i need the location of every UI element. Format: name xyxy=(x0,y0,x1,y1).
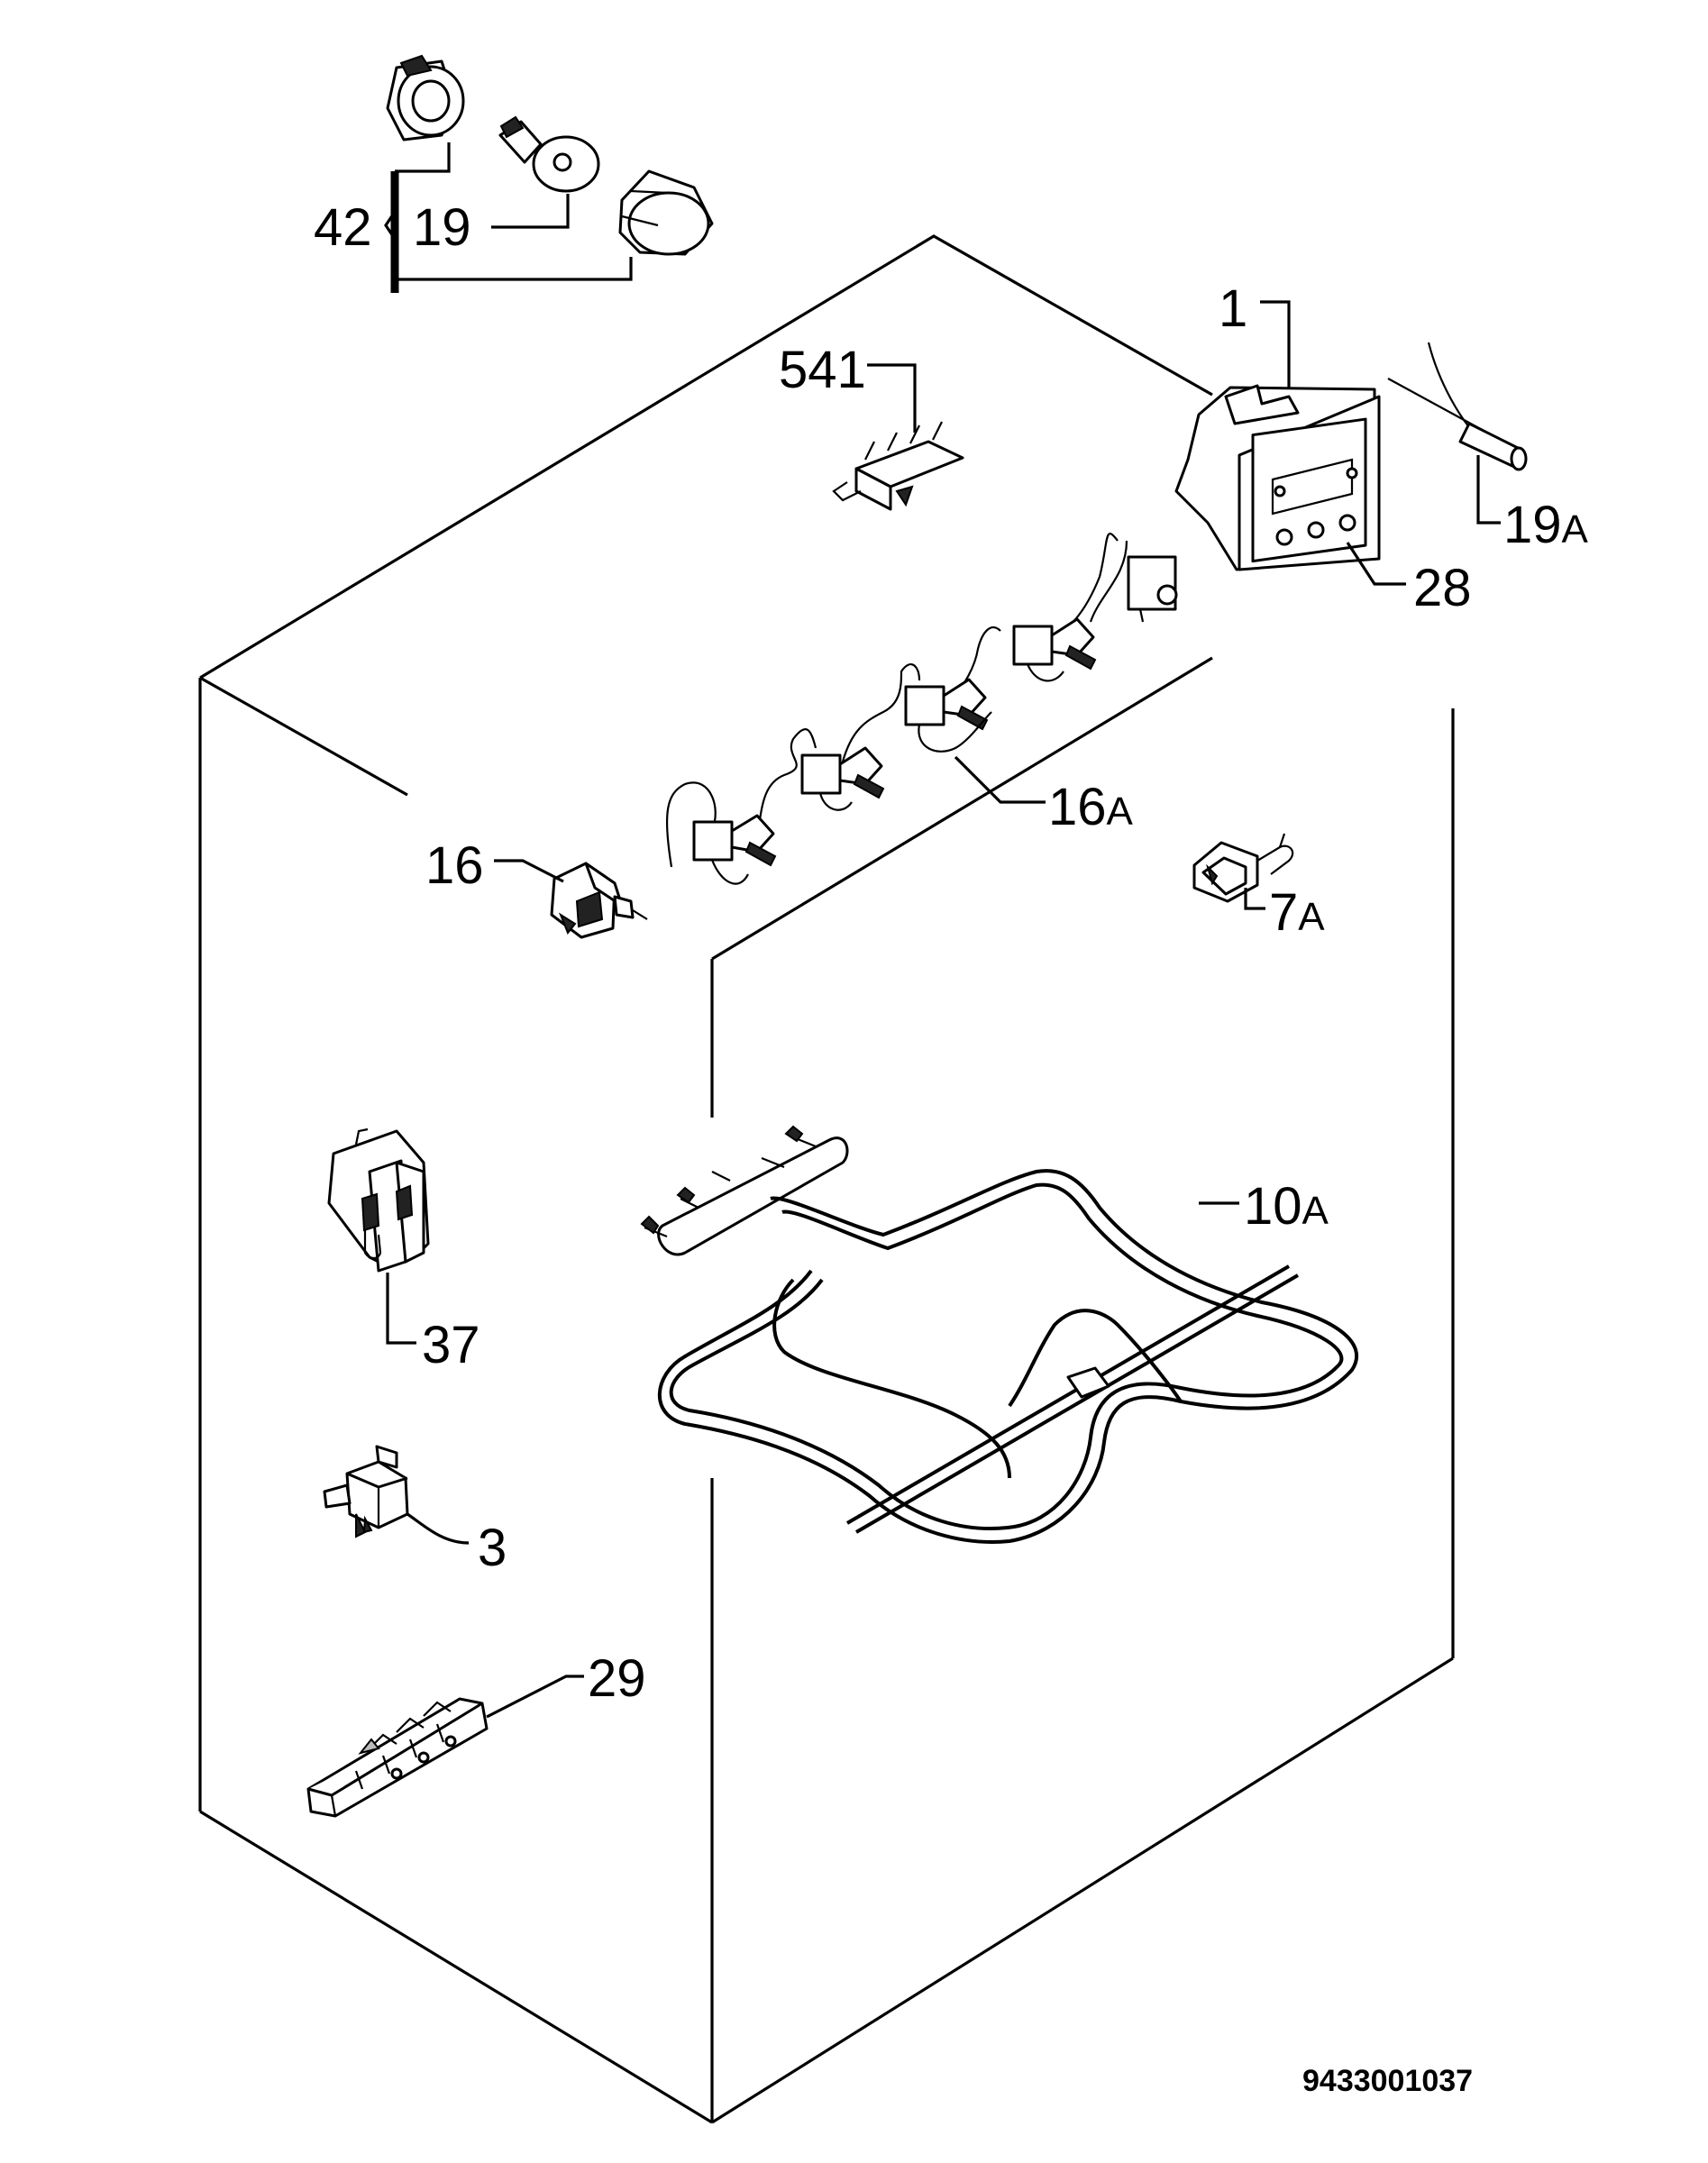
lamp-cover-part xyxy=(618,169,714,256)
oven-cabinet-outline xyxy=(198,234,1455,2124)
lamp-bulb-part xyxy=(498,115,600,193)
terminal-connector-part-541 xyxy=(832,421,964,511)
callout-19a: 19A xyxy=(1503,496,1589,554)
push-button-switch-part-16 xyxy=(550,862,648,939)
callout-19: 19 xyxy=(413,198,471,257)
temperature-probe-part xyxy=(1387,342,1528,471)
callout-1: 1 xyxy=(1219,279,1247,338)
switch-assembly-part-16a xyxy=(665,533,1178,885)
callout-37: 37 xyxy=(422,1316,480,1374)
terminal-block-part-29 xyxy=(306,1697,489,1818)
lamp-holder-part xyxy=(386,54,465,141)
document-number: 9433001037 xyxy=(1302,2064,1473,2098)
callout-16: 16 xyxy=(425,836,484,895)
door-microswitch-part-7a xyxy=(1192,833,1294,903)
callout-7a: 7A xyxy=(1269,883,1325,942)
callout-28: 28 xyxy=(1413,559,1472,617)
electronic-programmer-part xyxy=(1174,384,1381,571)
callout-541: 541 xyxy=(779,341,866,399)
callout-29: 29 xyxy=(588,1649,646,1708)
connector-part-3 xyxy=(323,1445,409,1538)
callout-10a: 10A xyxy=(1244,1177,1329,1236)
grill-heating-element-part xyxy=(640,1125,1359,1544)
thermal-cutout-part-37 xyxy=(327,1127,430,1273)
group-bracket-42 xyxy=(384,142,633,293)
callout-16a: 16A xyxy=(1048,778,1134,836)
callout-3: 3 xyxy=(478,1519,507,1577)
callout-42: 42 xyxy=(314,198,372,257)
